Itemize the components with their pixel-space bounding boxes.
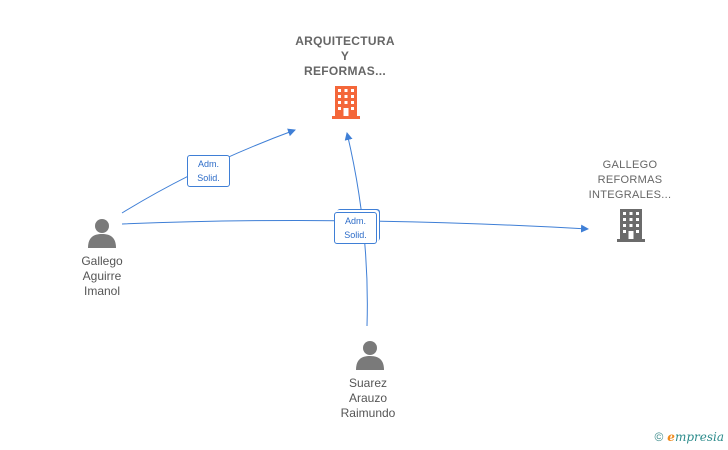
label-line: Aguirre <box>82 269 122 283</box>
company-label-gallego-reformas[interactable]: GALLEGO REFORMAS INTEGRALES... <box>574 158 686 203</box>
empresia-logo: empresia <box>667 430 724 444</box>
label-line: Imanol <box>83 284 121 298</box>
label-line: REFORMAS <box>597 174 663 186</box>
person-label-gallego-aguirre[interactable]: Gallego Aguirre Imanol <box>60 254 144 299</box>
company-label-arquitectura[interactable]: ARQUITECTURA Y REFORMAS... <box>278 34 412 79</box>
label-line: GALLEGO <box>602 159 658 171</box>
role-badge[interactable]: Adm. Solid. <box>334 212 377 244</box>
label-line: ARQUITECTURA <box>295 34 395 48</box>
building-icon[interactable] <box>332 86 360 119</box>
person-icon[interactable] <box>356 341 384 370</box>
label-line: REFORMAS... <box>304 64 386 78</box>
person-label-suarez-arauzo[interactable]: Suarez Arauzo Raimundo <box>326 376 410 421</box>
role-line: Solid. <box>197 173 220 183</box>
role-line: Solid. <box>344 230 367 240</box>
person-icon[interactable] <box>88 219 116 248</box>
label-line: Raimundo <box>340 406 396 420</box>
role-line: Adm. <box>197 159 219 169</box>
role-badge[interactable]: Adm. Solid. <box>187 155 230 187</box>
empresia-footer[interactable]: © empresia <box>654 430 724 444</box>
role-line: Adm. <box>344 216 366 226</box>
label-line: Y <box>340 49 350 63</box>
label-line: INTEGRALES... <box>588 189 672 201</box>
label-line: Suarez <box>348 376 388 390</box>
label-line: Gallego <box>81 254 123 268</box>
copyright-symbol: © <box>654 430 664 444</box>
building-icon[interactable] <box>617 209 645 242</box>
label-line: Arauzo <box>348 391 388 405</box>
